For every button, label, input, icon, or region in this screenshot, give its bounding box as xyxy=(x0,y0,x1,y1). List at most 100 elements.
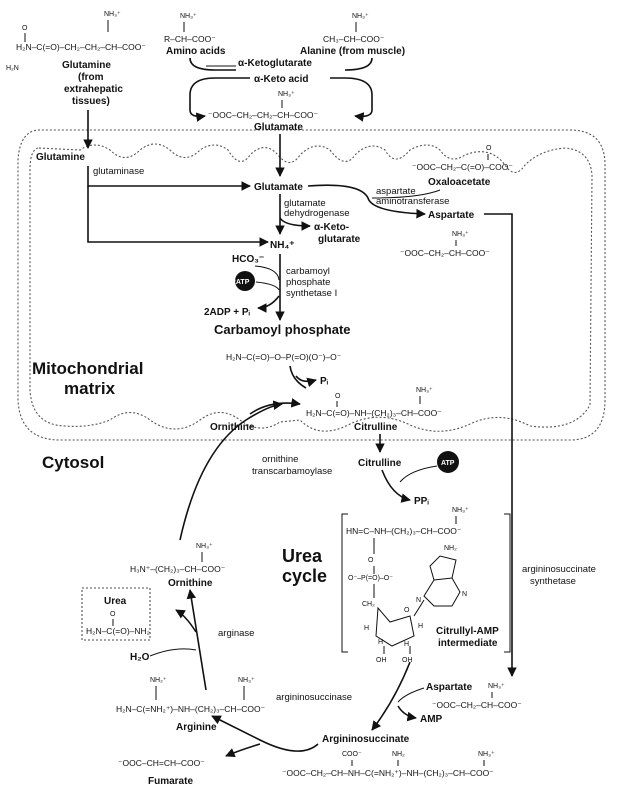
nh4-label: NH₄⁺ xyxy=(270,240,295,251)
glutamate-top-structure: NH₃⁺ ⁻OOC–CH₂–CH₂–CH–COO⁻ Glutamate xyxy=(208,91,319,133)
glutamine-label: Glutamine xyxy=(62,60,111,71)
citrullyl-amp-structure: NH₃⁺ HN=C–NH–(CH₂)₃–CH–COO⁻ O O⁻–P(=O)–O… xyxy=(346,507,499,664)
aspartate-mito-structure: NH₃⁺ ⁻OOC–CH₂–CH–COO⁻ xyxy=(400,231,490,258)
urea-cycle-title-2: cycle xyxy=(282,566,327,586)
ast-label-2: aminotransferase xyxy=(376,196,449,207)
svg-text:H₂N: H₂N xyxy=(6,65,19,72)
a-keto-glutarate-mito-label: α-Keto- xyxy=(314,222,349,233)
svg-text:ATP: ATP xyxy=(441,460,455,467)
argininosuccinase-arrow xyxy=(211,715,319,752)
oxaloacetate-label: Oxaloacetate xyxy=(428,177,491,188)
aspartate-cytosol-structure: NH₃⁺ ⁻OOC–CH₂–CH–COO⁻ xyxy=(432,683,522,710)
pi-release-arrow xyxy=(295,375,317,387)
a-ketoglutarate-label: α-Ketoglutarate xyxy=(238,58,312,69)
svg-text:H₂N–C(=O)–O–P(=O)(O⁻)–O⁻: H₂N–C(=O)–O–P(=O)(O⁻)–O⁻ xyxy=(226,352,342,362)
svg-text:NH₃⁺: NH₃⁺ xyxy=(180,13,197,20)
svg-text:O: O xyxy=(335,393,341,400)
svg-text:H: H xyxy=(364,625,369,632)
urea-release-arrow xyxy=(175,609,197,633)
svg-text:NH₂: NH₂ xyxy=(392,751,405,758)
fumarate-release-arrow xyxy=(225,743,261,758)
svg-text:NH₃⁺: NH₃⁺ xyxy=(196,543,213,550)
svg-text:⁻OOC–CH₂–CH₂–CH–COO⁻: ⁻OOC–CH₂–CH₂–CH–COO⁻ xyxy=(208,110,319,120)
svg-text:(from: (from xyxy=(78,72,104,83)
urea-box xyxy=(81,587,151,641)
glutamate-mito-label: Glutamate xyxy=(254,182,303,193)
alanine-structure: NH₃⁺ CH₃–CH–COO⁻ Alanine (from muscle) xyxy=(300,13,405,57)
carbamoyl-to-otc-arrow xyxy=(289,365,307,389)
citrulline-structure: NH₃⁺ O H₂N–C(=O)–NH–(CH₂)₃–CH–COO⁻ Citru… xyxy=(306,387,442,433)
svg-text:H₂N–C(=O)–NH₂: H₂N–C(=O)–NH₂ xyxy=(86,626,150,636)
oxaloacetate-structure: O ⁻OOC–CH₂–C(=O)–COO⁻ Oxaloacetate xyxy=(412,145,513,188)
alanine-label: Alanine (from muscle) xyxy=(300,46,405,57)
ass-step2-arrow xyxy=(371,661,411,731)
glutamine-to-nh4-arrow xyxy=(87,186,269,247)
svg-text:H₃N⁺–(CH₂)₃–CH–COO⁻: H₃N⁺–(CH₂)₃–CH–COO⁻ xyxy=(130,564,226,574)
citrulline-cytosol-label: Citrulline xyxy=(358,458,402,469)
ass-label-1: argininosuccinate xyxy=(522,564,596,575)
mitochondrial-matrix-title-2: matrix xyxy=(64,379,116,398)
ast-label-1: aspartate xyxy=(376,186,416,197)
svg-text:NH₂⁺: NH₂⁺ xyxy=(150,677,167,684)
arginase-label: arginase xyxy=(218,628,254,639)
svg-text:phosphate: phosphate xyxy=(286,277,330,288)
svg-text:N: N xyxy=(462,591,467,598)
glutamine-structure: NH₃⁺ O H₂N H₂N–C(=O)–CH₂–CH₂–CH–COO⁻ Glu… xyxy=(6,11,146,107)
svg-text:CH₂: CH₂ xyxy=(362,601,375,608)
svg-text:NH₃⁺: NH₃⁺ xyxy=(478,751,495,758)
svg-text:O⁻–P(=O)–O⁻: O⁻–P(=O)–O⁻ xyxy=(348,575,393,582)
svg-text:HN=C–NH–(CH₂)₃–CH–COO⁻: HN=C–NH–(CH₂)₃–CH–COO⁻ xyxy=(346,526,462,536)
h2o-label: H₂O xyxy=(130,652,150,663)
citrullyl-amp-label-2: intermediate xyxy=(438,638,498,649)
carbamoyl-phosphate-label: Carbamoyl phosphate xyxy=(214,322,351,337)
svg-text:NH₃⁺: NH₃⁺ xyxy=(416,387,433,394)
a-keto-branch-arrow xyxy=(279,217,311,231)
ornithine-return-arrow xyxy=(179,400,283,541)
a-keto-acid-label: α-Keto acid xyxy=(254,74,309,85)
glutamine-mito-label: Glutamine xyxy=(36,152,85,163)
svg-text:O: O xyxy=(22,25,28,32)
svg-text:OH: OH xyxy=(376,657,387,664)
svg-text:carbamoyl: carbamoyl xyxy=(286,266,330,277)
ass-step1-arrow xyxy=(381,469,411,503)
citrullyl-amp-label-1: Citrullyl-AMP xyxy=(436,626,499,637)
urea-structure: O H₂N–C(=O)–NH₂ xyxy=(86,611,150,636)
ass-label-2: synthetase xyxy=(530,576,576,587)
amino-acids-structure: NH₃⁺ R–CH–COO⁻ Amino acids xyxy=(164,13,226,57)
svg-text:⁻OOC–CH₂–CH–COO⁻: ⁻OOC–CH₂–CH–COO⁻ xyxy=(400,248,490,258)
mitochondrial-matrix-title-1: Mitochondrial xyxy=(32,359,143,378)
svg-text:N: N xyxy=(416,597,421,604)
glutaminase-label: glutaminase xyxy=(93,166,144,177)
svg-text:glutarate: glutarate xyxy=(318,234,361,245)
ornithine-mito-label: Ornithine xyxy=(210,422,255,433)
svg-text:O: O xyxy=(110,611,116,618)
svg-text:⁻OOC–CH=CH–COO⁻: ⁻OOC–CH=CH–COO⁻ xyxy=(118,758,205,768)
svg-text:NH₃⁺: NH₃⁺ xyxy=(238,677,255,684)
svg-text:H₂N–C(=O)–NH–(CH₂)₃–CH–COO⁻: H₂N–C(=O)–NH–(CH₂)₃–CH–COO⁻ xyxy=(306,408,442,418)
svg-text:NH₃⁺: NH₃⁺ xyxy=(488,683,505,690)
svg-text:ornithine: ornithine xyxy=(262,454,298,465)
amino-acids-label: Amino acids xyxy=(166,46,226,57)
aspartate-mito-label: Aspartate xyxy=(428,210,475,221)
cytosol-title: Cytosol xyxy=(42,453,104,472)
urea-cycle-title-1: Urea xyxy=(282,546,323,566)
transamination-loops: α-Ketoglutarate α-Keto acid xyxy=(189,57,373,122)
adp-label: 2ADP + Pᵢ xyxy=(204,307,251,318)
svg-text:OH: OH xyxy=(402,657,413,664)
svg-text:NH₃⁺: NH₃⁺ xyxy=(452,231,469,238)
arginine-structure: NH₂⁺ NH₃⁺ H₂N–C(=NH₂⁺)–NH–(CH₂)₃–CH–COO⁻… xyxy=(116,677,266,733)
amp-label: AMP xyxy=(420,714,443,725)
svg-text:H: H xyxy=(418,623,423,630)
svg-text:NH₃⁺: NH₃⁺ xyxy=(104,11,121,18)
glutamate-top-label: Glutamate xyxy=(254,122,303,133)
ornithine-cytosol-label: Ornithine xyxy=(168,578,213,589)
svg-text:H: H xyxy=(404,641,409,648)
svg-text:H: H xyxy=(378,639,383,646)
arginase-arrow xyxy=(186,589,207,691)
argininosuccinase-label: argininosuccinase xyxy=(276,692,352,703)
urea-label: Urea xyxy=(104,596,127,607)
svg-text:NH₂: NH₂ xyxy=(444,545,457,552)
svg-text:tissues): tissues) xyxy=(72,96,110,107)
glutamine-formula: H₂N–C(=O)–CH₂–CH₂–CH–COO⁻ xyxy=(16,42,146,52)
